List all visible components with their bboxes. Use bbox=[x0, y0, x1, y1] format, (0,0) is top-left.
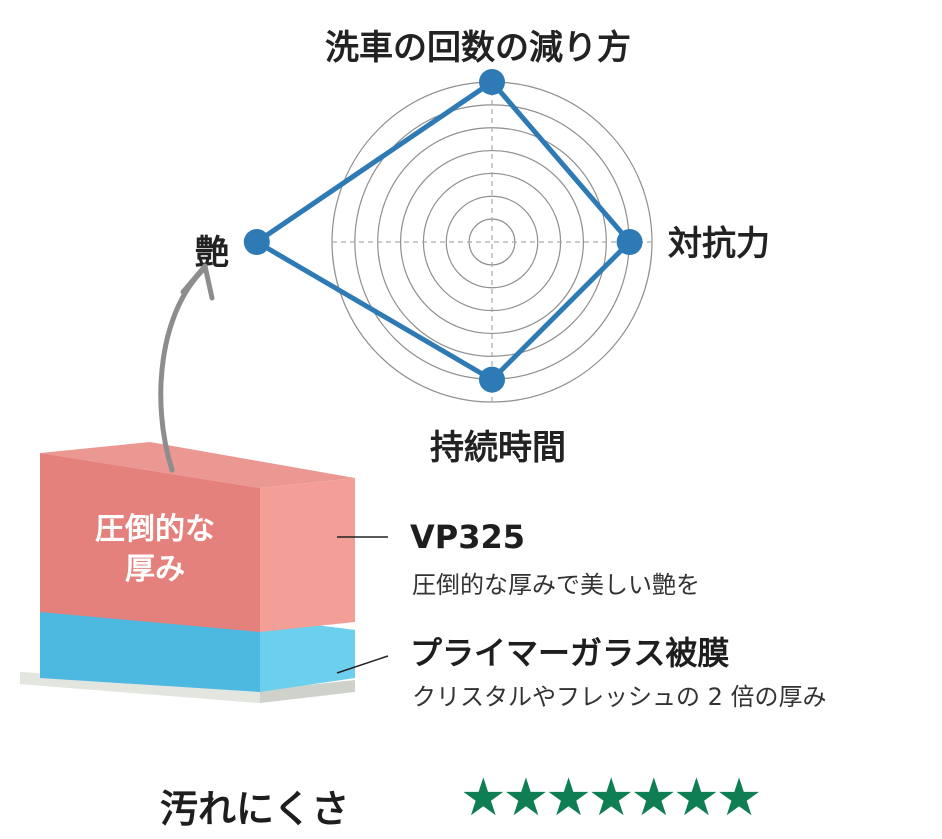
vp-layer-front bbox=[40, 453, 260, 632]
star-icon: ★ bbox=[545, 768, 592, 828]
thickness-label-line1: 圧倒的な bbox=[95, 512, 215, 547]
radar-point-0 bbox=[479, 69, 505, 95]
leader-line-glass bbox=[336, 655, 389, 674]
vp-layer-side bbox=[260, 478, 355, 632]
star-rating: ★★★★★★★ bbox=[460, 772, 762, 824]
legend-subtitle-vp325: 圧倒的な厚みで美しい艶を bbox=[412, 571, 700, 599]
radar-point-1 bbox=[616, 229, 643, 255]
legend-title-glass: プライマーガラス被膜 bbox=[410, 634, 730, 672]
radar-ring bbox=[445, 195, 539, 289]
star-icon: ★ bbox=[673, 768, 720, 828]
star-icon: ★ bbox=[715, 768, 763, 828]
axis-label-duration: 持続時間 bbox=[430, 428, 566, 468]
radar-ring bbox=[399, 149, 585, 335]
star-icon: ★ bbox=[460, 768, 507, 828]
axis-label-gloss: 艶 bbox=[195, 233, 229, 273]
axis-label-resistance: 対抗力 bbox=[668, 224, 770, 264]
curved-arrow bbox=[158, 265, 208, 473]
arrow-head bbox=[180, 263, 215, 301]
legend-title-vp325: VP325 bbox=[410, 518, 526, 556]
glass-layer-side bbox=[260, 618, 355, 692]
vp-layer-top bbox=[40, 442, 355, 488]
star-icon: ★ bbox=[587, 768, 635, 828]
radar-point-2 bbox=[479, 366, 505, 393]
legend-subtitle-glass: クリスタルやフレッシュの 2 倍の厚み bbox=[412, 683, 827, 711]
thickness-label: 圧倒的な 厚み bbox=[80, 510, 230, 590]
star-icon: ★ bbox=[502, 768, 550, 828]
star-icon: ★ bbox=[630, 768, 678, 828]
thickness-label-line2: 厚み bbox=[125, 552, 185, 587]
glass-layer-front bbox=[40, 610, 260, 692]
rating-label: 汚れにくさ bbox=[160, 787, 350, 831]
axis-label-wash: 洗車の回数の減り方 bbox=[325, 28, 631, 68]
radar-point-3 bbox=[243, 229, 270, 255]
